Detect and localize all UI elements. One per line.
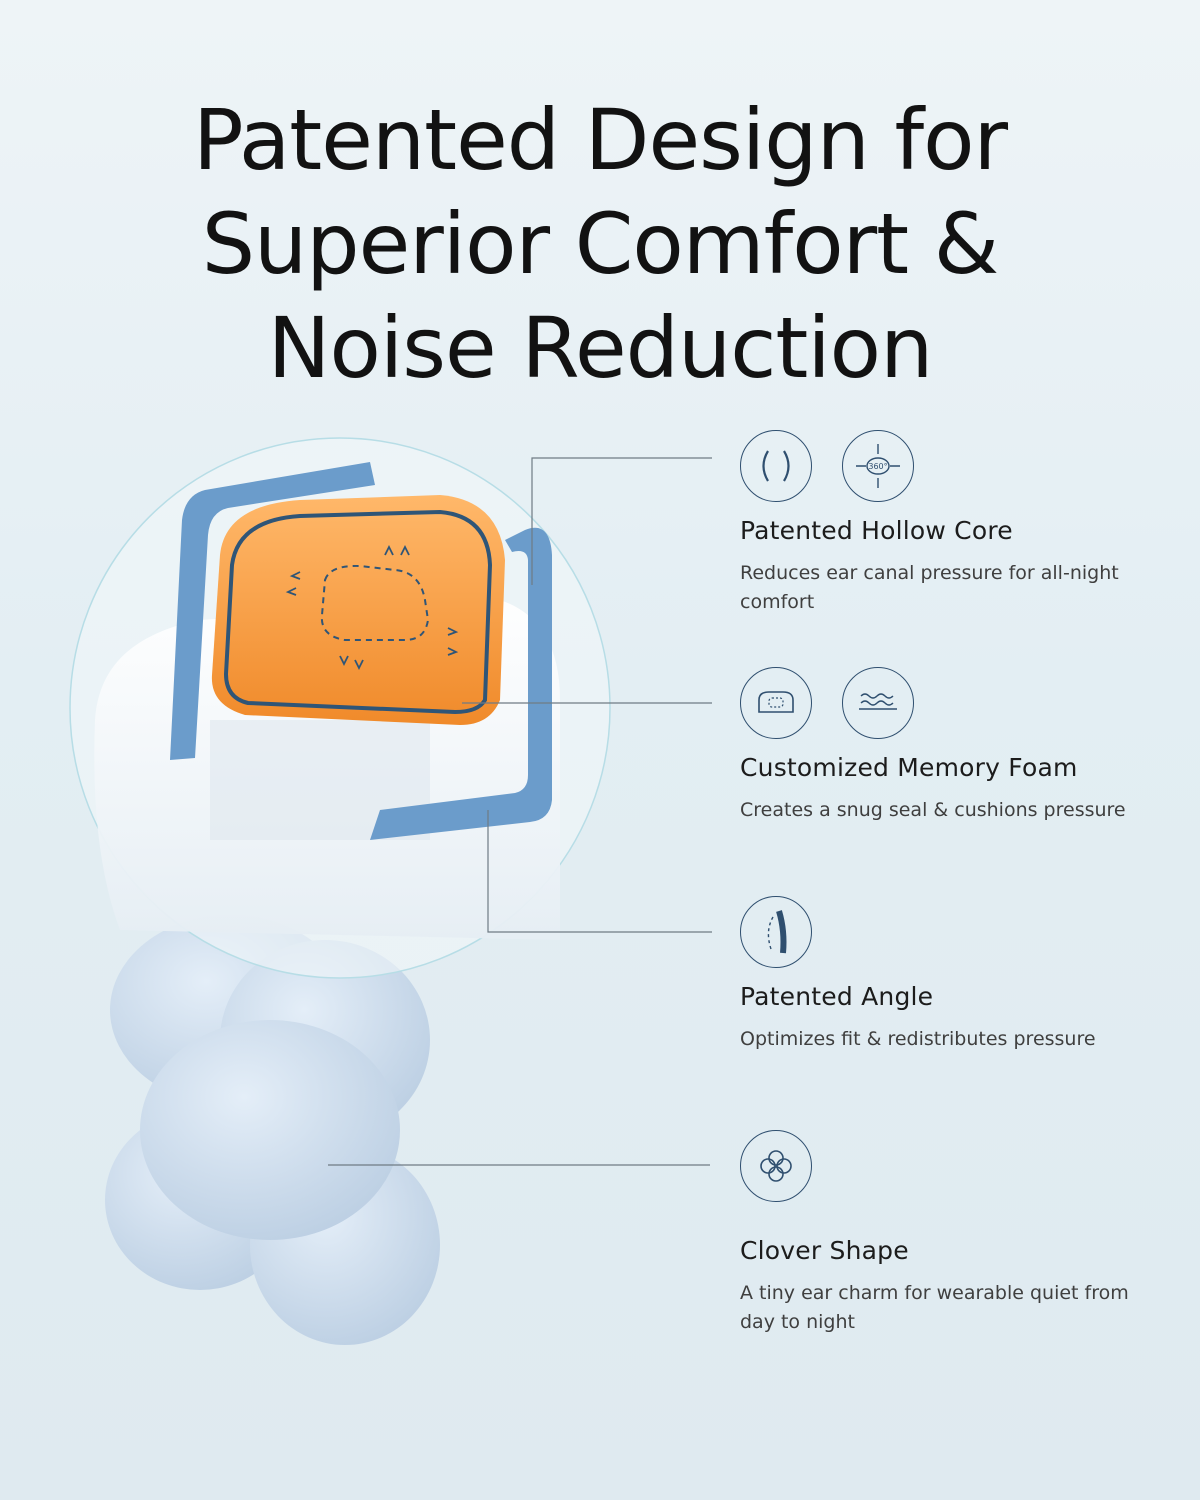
feature-title: Customized Memory Foam	[740, 753, 1078, 782]
foam-compress-icon	[740, 667, 812, 739]
headline-line-3: Noise Reduction	[267, 299, 934, 397]
parentheses-icon	[740, 430, 812, 502]
feature-memory-foam: Customized Memory Foam Creates a snug se…	[740, 667, 1160, 825]
feature-angle: Patented Angle Optimizes fit & redistrib…	[740, 896, 1160, 1054]
feature-description: Reduces ear canal pressure for all-night…	[740, 562, 1119, 613]
clover-icon	[740, 1130, 812, 1202]
feature-hollow-core: 360° Patented Hollow Core Reduces ear ca…	[740, 430, 1160, 617]
rotate-360-icon: 360°	[842, 430, 914, 502]
headline-line-2: Superior Comfort &	[201, 195, 1000, 293]
page-title: Patented Design for Superior Comfort & N…	[0, 88, 1200, 400]
angle-curve-icon	[740, 896, 812, 968]
feature-description: A tiny ear charm for wearable quiet from…	[740, 1282, 1129, 1333]
clover-body	[105, 915, 440, 1345]
feature-description: Optimizes fit & redistributes pressure	[740, 1028, 1096, 1050]
headline-line-1: Patented Design for	[192, 91, 1008, 189]
feature-description: Creates a snug seal & cushions pressure	[740, 799, 1126, 821]
feature-title: Patented Hollow Core	[740, 516, 1013, 545]
angle-bracket	[170, 462, 375, 760]
memory-foam	[211, 495, 505, 725]
wave-layers-icon	[842, 667, 914, 739]
svg-text:360°: 360°	[868, 462, 887, 471]
leader-line-angle	[487, 810, 712, 933]
feature-clover: Clover Shape A tiny ear charm for wearab…	[740, 1130, 1160, 1337]
leader-line-hollow-core	[531, 457, 712, 585]
feature-title: Clover Shape	[740, 1236, 909, 1265]
feature-title: Patented Angle	[740, 982, 934, 1011]
